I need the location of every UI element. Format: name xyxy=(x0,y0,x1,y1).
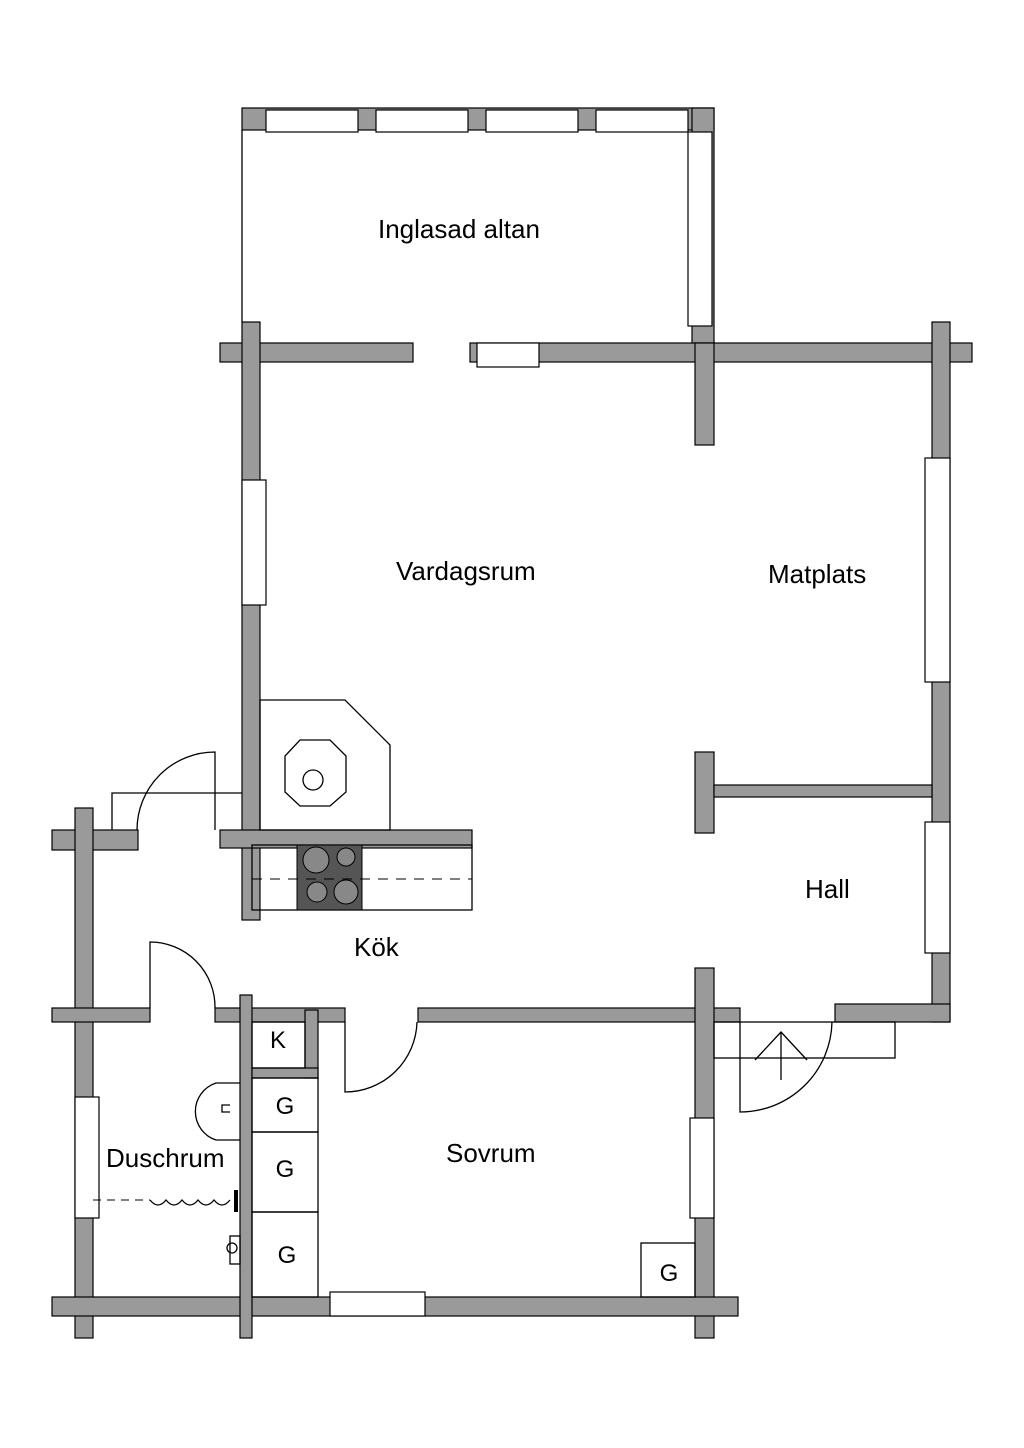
closet-g2: G xyxy=(276,1156,295,1183)
walls xyxy=(51,321,973,1339)
closet-k: K xyxy=(270,1027,286,1054)
stove-icon xyxy=(302,846,359,905)
altan-walls xyxy=(241,107,715,346)
shower-curtain xyxy=(93,1190,238,1212)
closet-g4: G xyxy=(660,1260,679,1287)
room-label-hall: Hall xyxy=(805,874,850,904)
room-label-duschrum: Duschrum xyxy=(106,1143,224,1173)
room-label-altan: Inglasad altan xyxy=(378,214,540,244)
closets: K G G G G xyxy=(251,1021,696,1298)
room-label-kok: Kök xyxy=(354,932,400,962)
toilet-icon xyxy=(226,1235,241,1265)
room-label-sovrum: Sovrum xyxy=(446,1138,536,1168)
closet-g1: G xyxy=(276,1093,295,1120)
room-label-vardagsrum: Vardagsrum xyxy=(396,556,536,586)
sink-icon xyxy=(194,1082,240,1141)
fireplace xyxy=(259,699,391,831)
closet-g3: G xyxy=(278,1242,297,1269)
kitchen-counter xyxy=(251,844,473,911)
entrance-arrow-icon xyxy=(754,1031,808,1080)
doors xyxy=(111,751,896,1113)
room-label-matplats: Matplats xyxy=(768,559,866,589)
